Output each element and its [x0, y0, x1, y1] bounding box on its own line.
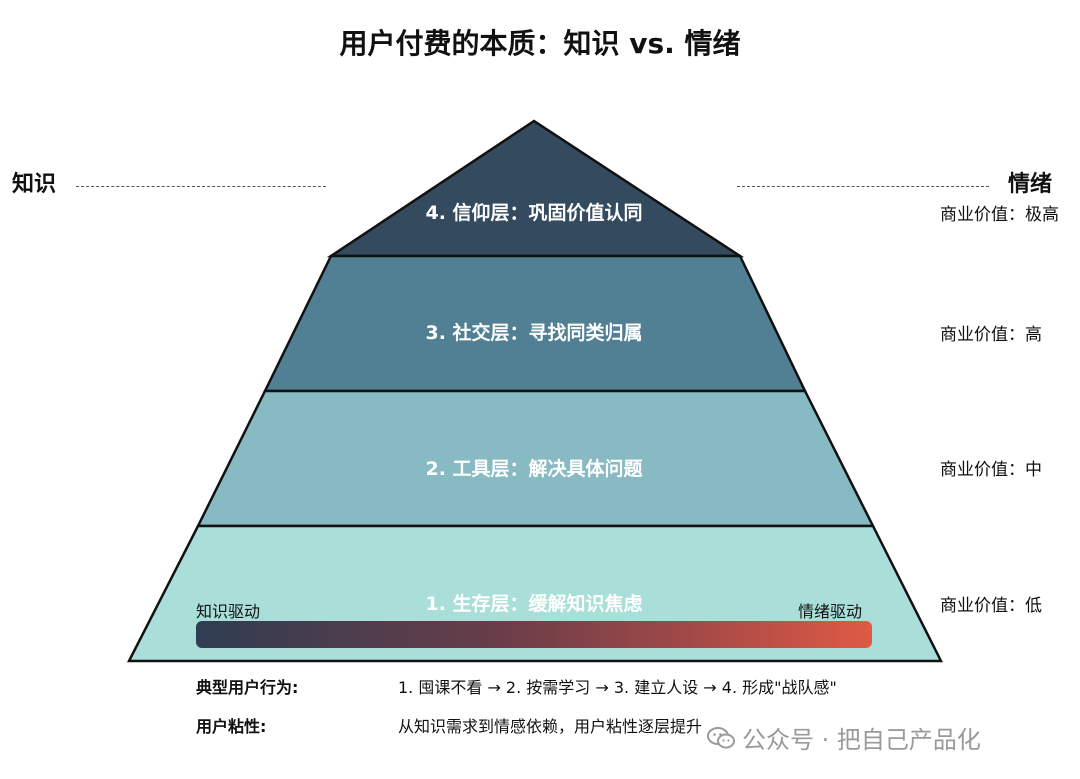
behavior-text: 1. 囤课不看 → 2. 按需学习 → 3. 建立人设 → 4. 形成"战队感"	[398, 678, 837, 697]
emotion-label: 情绪	[1008, 172, 1053, 197]
pyramid-layer-4	[326, 119, 745, 258]
layer-4-label: 4. 信仰层：巩固价值认同	[425, 202, 643, 224]
watermark-text: 公众号 · 把自己产品化	[742, 726, 981, 754]
layer-1-label: 1. 生存层：缓解知识焦虑	[425, 593, 643, 615]
behavior-label: 典型用户行为:	[196, 678, 299, 697]
right-dashed-line	[737, 186, 989, 187]
layer-2-value: 商业价值：中	[940, 460, 1042, 480]
knowledge-label: 知识	[12, 172, 57, 197]
wechat-icon	[707, 726, 735, 748]
stickiness-text: 从知识需求到情感依赖，用户粘性逐层提升	[398, 717, 703, 736]
left-dashed-line	[76, 186, 326, 187]
knowledge-driven-label: 知识驱动	[196, 602, 261, 621]
layer-1-value: 商业价值：低	[940, 596, 1042, 616]
layer-4-value: 商业价值：极高	[940, 205, 1059, 225]
watermark: 公众号 · 把自己产品化	[706, 720, 981, 755]
emotion-driven-label: 情绪驱动	[798, 602, 863, 621]
layer-2-label: 2. 工具层：解决具体问题	[425, 458, 643, 480]
driver-gradient-bar	[196, 621, 872, 648]
layer-3-value: 商业价值：高	[940, 325, 1042, 345]
stickiness-label: 用户粘性:	[196, 717, 267, 736]
page-title: 用户付费的本质：知识 vs. 情绪	[339, 27, 741, 60]
layer-3-label: 3. 社交层：寻找同类归属	[425, 322, 643, 344]
